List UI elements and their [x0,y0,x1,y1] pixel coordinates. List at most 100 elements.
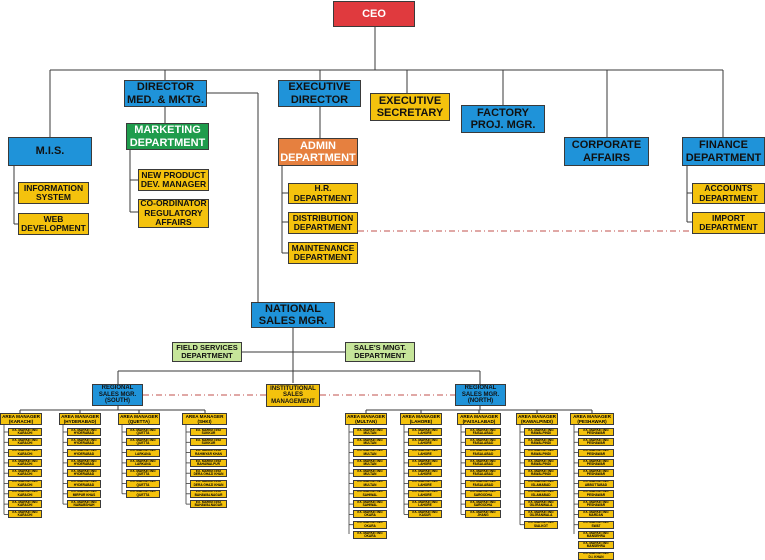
marketing-executive-box[interactable]: EX. MARKETING OKARA [353,520,387,529]
marketing-executive-box[interactable]: EX. MARKETING DERA GHAZI KHAN [190,479,227,488]
executive-director-box[interactable]: EXECUTIVE DIRECTOR [278,80,361,107]
marketing-executive-box[interactable]: EX. MARKETING RAWALPINDI [524,448,558,457]
information-system-box[interactable]: INFORMATION SYSTEM [18,182,89,204]
marketing-executive-box[interactable]: EX. MARKETING RAWALPINDI [524,428,558,436]
factory-proj-mgr-box[interactable]: FACTORY PROJ. MGR. [461,105,545,133]
marketing-executive-box[interactable]: EX. MARKETING MULTAN [353,438,387,447]
marketing-executive-box[interactable]: EX. MARKETING FAISALABAD [465,428,501,436]
marketing-executive-box[interactable]: EX. MARKETING BAHAWALNAGAR [190,500,227,509]
field-services-department-box[interactable]: FIELD SERVICES DEPARTMENT [172,342,242,362]
marketing-executive-box[interactable]: EX. MARKETING PESHAWAR [578,428,614,436]
marketing-executive-box[interactable]: EX. MARKETING LAHORE [408,500,442,509]
corporate-affairs-box[interactable]: CORPORATE AFFAIRS [564,137,649,166]
marketing-executive-box[interactable]: EX. MARKETING MANSEHRA [578,531,614,539]
marketing-executive-box[interactable]: EX. MARKETING LARKANA [126,458,160,467]
marketing-executive-box[interactable]: EX. MARKETING FAISALABAD [465,469,501,478]
marketing-executive-box[interactable]: EX. MARKETING SIALKOT [524,520,558,529]
marketing-executive-box[interactable]: EX. MARKETING SAHIWAL [353,489,387,498]
new-product-dev-manager-box[interactable]: NEW PRODUCT DEV. MANAGER [138,169,209,191]
marketing-executive-box[interactable]: EX. MARKETING PESHAWAR [578,458,614,467]
marketing-executive-box[interactable]: EX. MARKETING GUJRANWALA [524,510,558,519]
marketing-executive-box[interactable]: EX. MARKETING KARACHI [8,428,42,436]
marketing-executive-box[interactable]: EX. MARKETING BAHAWALPUR [190,458,227,467]
marketing-executive-box[interactable]: EX. MARKETING KARACHI [8,500,42,509]
marketing-executive-box[interactable]: EX. MARKETING HYDERABAD [67,469,101,478]
marketing-executive-box[interactable]: EX. MARKETING QUETTA [126,469,160,478]
regional-sales-mgr-north-box[interactable]: REGIONAL SALES MGR. (NORTH) [455,384,506,406]
marketing-executive-box[interactable]: EX. MARKETING KARACHI [8,469,42,478]
ceo-box[interactable]: CEO [333,1,415,27]
marketing-executive-box[interactable]: EX. MARKETING PESHAWAR [578,500,614,509]
marketing-executive-box[interactable]: EX. MARKETING ISLAMABAD [524,479,558,488]
area-manager-box[interactable]: AREA MANAGER (LAHORE) [400,413,442,425]
marketing-executive-box[interactable]: EX. MARKETING HYDERABAD [67,428,101,436]
marketing-executive-box[interactable]: EX. MARKETING SAHIWAL [353,500,387,509]
admin-department-box[interactable]: ADMIN DEPARTMENT [278,138,358,166]
area-manager-box[interactable]: AREA MANAGER (HYDERABAD) [59,413,101,425]
marketing-executive-box[interactable]: EX. MARKETING DERA GHAZI KHAN [190,469,227,478]
marketing-executive-box[interactable]: EX. MARKETING HYDERABAD [67,458,101,467]
marketing-executive-box[interactable]: EX. MARKETING ISLAMABAD [524,489,558,498]
national-sales-mgr-box[interactable]: NATIONAL SALES MGR. [251,302,335,328]
marketing-executive-box[interactable]: EX. MARKETING PESHAWAR [578,469,614,478]
area-manager-box[interactable]: AREA MANAGER (RAWALPINDI) [516,413,558,425]
marketing-executive-box[interactable]: EX. MARKETING OKARA [353,510,387,519]
marketing-executive-box[interactable]: EX. MARKETING SWAT [578,520,614,529]
marketing-executive-box[interactable]: EX. MARKETING LAHORE [408,489,442,498]
marketing-executive-box[interactable]: EX. MARKETING FAISALABAD [465,438,501,447]
marketing-executive-box[interactable]: EX. MARKETING LAHORE [408,448,442,457]
marketing-executive-box[interactable]: EX. MARKETING LAHORE [408,458,442,467]
marketing-executive-box[interactable]: EX. MARKETING OKARA [353,531,387,539]
import-department-box[interactable]: IMPORT DEPARTMENT [692,212,765,234]
marketing-executive-box[interactable]: EX. MARKETING KARACHI [8,458,42,467]
marketing-executive-box[interactable]: EX. MARKETING GUJRANWALA [524,500,558,509]
marketing-executive-box[interactable]: EX. MARKETING ABBOTTABAD [578,479,614,488]
marketing-executive-box[interactable]: EX. MARKETING MANSEHRA [578,541,614,550]
marketing-executive-box[interactable]: EX. MARKETING HYDERABAD [67,479,101,488]
area-manager-box[interactable]: AREA MANAGER (SHKI) [182,413,227,425]
marketing-executive-box[interactable]: EX. MARKETING SUKKUR [190,428,227,436]
marketing-executive-box[interactable]: EX. MARKETING SUKKUR [190,438,227,447]
marketing-executive-box[interactable]: EX. MARKETING SARGODHA [465,500,501,509]
marketing-executive-box[interactable]: EX. MARKETING FAISALABAD [465,448,501,457]
marketing-executive-box[interactable]: EX. MARKETING MULTAN [353,479,387,488]
marketing-executive-box[interactable]: EX. MARKETING KASUR [408,510,442,519]
area-manager-box[interactable]: AREA MANAGER (KARACHI) [0,413,42,425]
marketing-executive-box[interactable]: EX. MARKETING RAWALPINDI [524,469,558,478]
hr-department-box[interactable]: H.R. DEPARTMENT [288,183,358,204]
marketing-executive-box[interactable]: EX. MARKETING RAWALPINDI [524,438,558,447]
maintenance-department-box[interactable]: MAINTENANCE DEPARTMENT [288,242,358,264]
marketing-executive-box[interactable]: EX. MARKETING MULTAN [353,469,387,478]
marketing-executive-box[interactable]: EX. MARKETING PESHAWAR [578,448,614,457]
marketing-executive-box[interactable]: EX. MARKETING KARACHI [8,510,42,519]
sales-mngt-department-box[interactable]: SALE'S MNGT. DEPARTMENT [345,342,415,362]
area-manager-box[interactable]: AREA MANAGER (MULTAN) [345,413,387,425]
marketing-executive-box[interactable]: EX. MARKETING SARGODHA [465,489,501,498]
regional-sales-mgr-south-box[interactable]: REGIONAL SALES MGR. (SOUTH) [92,384,143,406]
marketing-executive-box[interactable]: EX. MARKETING QUETTA [126,479,160,488]
area-manager-box[interactable]: AREA MANAGER (FAISALABAD) [457,413,501,425]
marketing-executive-box[interactable]: EX. MARKETING MARDAN [578,510,614,519]
marketing-executive-box[interactable]: EX. MARKETING MULTAN [353,448,387,457]
marketing-executive-box[interactable]: EX. MARKETING QUETTA [126,489,160,498]
marketing-executive-box[interactable]: EX. MARKETING MULTAN [353,458,387,467]
accounts-department-box[interactable]: ACCOUNTS DEPARTMENT [692,183,765,204]
marketing-executive-box[interactable]: EX. MARKETING LARKANA [126,448,160,457]
executive-secretary-box[interactable]: EXECUTIVE SECRETARY [370,93,450,121]
marketing-executive-box[interactable]: EX. MARKETING PESHAWAR [578,438,614,447]
marketing-executive-box[interactable]: EX. MARKETING QUETTA [126,428,160,436]
marketing-executive-box[interactable]: EX. MARKETING PESHAWAR [578,489,614,498]
web-development-box[interactable]: WEB DEVELOPMENT [18,213,89,235]
finance-department-box[interactable]: FINANCE DEPARTMENT [682,137,765,166]
marketing-executive-box[interactable]: EX. MARKETING MULTAN [353,428,387,436]
area-manager-box[interactable]: AREA MANAGER (PESHAWAR) [570,413,614,425]
mis-box[interactable]: M.I.S. [8,137,92,166]
marketing-executive-box[interactable]: EX. MARKETING MIRPUR KHAS [67,489,101,498]
marketing-executive-box[interactable]: EX. MARKETING KARACHI [8,438,42,447]
marketing-executive-box[interactable]: EX. MARKETING RAWALPINDI [524,458,558,467]
director-med-mktg-box[interactable]: DIRECTOR MED. & MKTG. [124,80,207,107]
marketing-executive-box[interactable]: EX. MARKETING D.I. KHAN [578,551,614,560]
marketing-executive-box[interactable]: EX. MARKETING BAHAWALNAGAR [190,489,227,498]
marketing-executive-box[interactable]: EX. MARKETING RAHIMYAR KHAN [190,448,227,457]
marketing-executive-box[interactable]: EX. MARKETING KARACHI [8,489,42,498]
